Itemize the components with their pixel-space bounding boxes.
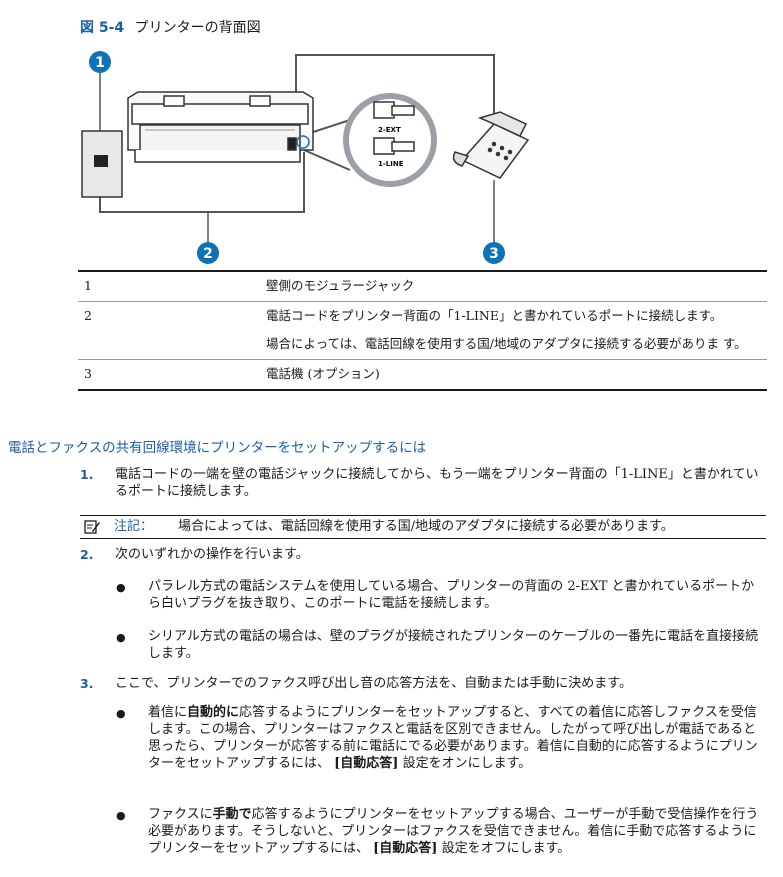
figure-title: プリンターの背面図 (134, 20, 261, 36)
figure-caption: 図 5-4 プリンターの背面図 (80, 17, 261, 37)
wall-jack-icon (81, 130, 123, 198)
list-item: ● ファクスに手動で応答するようにプリンターをセットアップする場合、ユーザーが手… (116, 807, 759, 856)
svg-text:2: 2 (203, 246, 213, 262)
step-text: ここで、プリンターでのファクス呼び出し音の応答方法を、自動または手動に決めます。 (115, 676, 633, 691)
step-number: 1. (80, 467, 94, 482)
list-item: ● シリアル方式の電話の場合は、壁のプラグが接続されたプリンターのケーブルの一番… (116, 629, 759, 661)
port-label-ext: 2-EXT (378, 126, 401, 134)
legend-text: 電話機 (オプション) (250, 359, 767, 391)
callout-2: 2 (197, 242, 219, 264)
figure-legend-table: 1 壁側のモジュラージャック 2 電話コードをプリンター背面の「1-LINE」と… (78, 270, 767, 391)
port-zoom-callout: 2-EXT 1-LINE (343, 93, 437, 187)
legend-number: 3 (78, 359, 250, 391)
port-label-line: 1-LINE (378, 160, 404, 168)
legend-row: 2 電話コードをプリンター背面の「1-LINE」と書かれているポートに接続します… (78, 301, 767, 360)
printer-icon (127, 91, 314, 163)
printer-rear-diagram: 2-EXT 1-LINE 1 2 3 (81, 51, 530, 264)
legend-number: 1 (78, 270, 250, 302)
step-number: 2. (80, 547, 94, 562)
step-3: 3. ここで、プリンターでのファクス呼び出し音の応答方法を、自動または手動に決め… (80, 675, 760, 692)
legend-row: 1 壁側のモジュラージャック (78, 270, 767, 302)
step-1: 1. 電話コードの一端を壁の電話ジャックに接続してから、もう一端をプリンター背面… (80, 466, 760, 500)
callout-1: 1 (89, 51, 111, 73)
list-item: ● パラレル方式の電話システムを使用している場合、プリンターの背面の 2-EXT… (116, 579, 755, 611)
legend-number: 2 (78, 301, 250, 360)
figure-number: 図 5-4 (80, 20, 125, 36)
list-item: ● 着信に自動的に応答するようにプリンターをセットアップすると、すべての着信に応… (116, 705, 758, 771)
step-text: 電話コードの一端を壁の電話ジャックに接続してから、もう一端をプリンター背面の「1… (115, 467, 759, 499)
telephone-icon (452, 111, 530, 179)
callout-3: 3 (483, 242, 505, 264)
legend-text: 電話コードをプリンター背面の「1-LINE」と書かれているポートに接続します。 … (250, 301, 767, 360)
step-number: 3. (80, 676, 94, 691)
note-label: 注記： (114, 519, 154, 534)
legend-text: 壁側のモジュラージャック (250, 270, 767, 302)
svg-text:3: 3 (489, 246, 499, 262)
step-text: 次のいずれかの操作を行います。 (115, 547, 309, 562)
note-text: 場合によっては、電話回線を使用する国/地域のアダプタに接続する必要があります。 (178, 519, 674, 534)
legend-row: 3 電話機 (オプション) (78, 359, 767, 391)
note-box: 注記： 場合によっては、電話回線を使用する国/地域のアダプタに接続する必要があり… (80, 515, 766, 539)
section-title: 電話とファクスの共有回線環境にプリンターをセットアップするには (8, 440, 427, 456)
note-pencil-icon (84, 520, 100, 534)
svg-text:1: 1 (95, 55, 105, 71)
step-2: 2. 次のいずれかの操作を行います。 (80, 546, 760, 563)
